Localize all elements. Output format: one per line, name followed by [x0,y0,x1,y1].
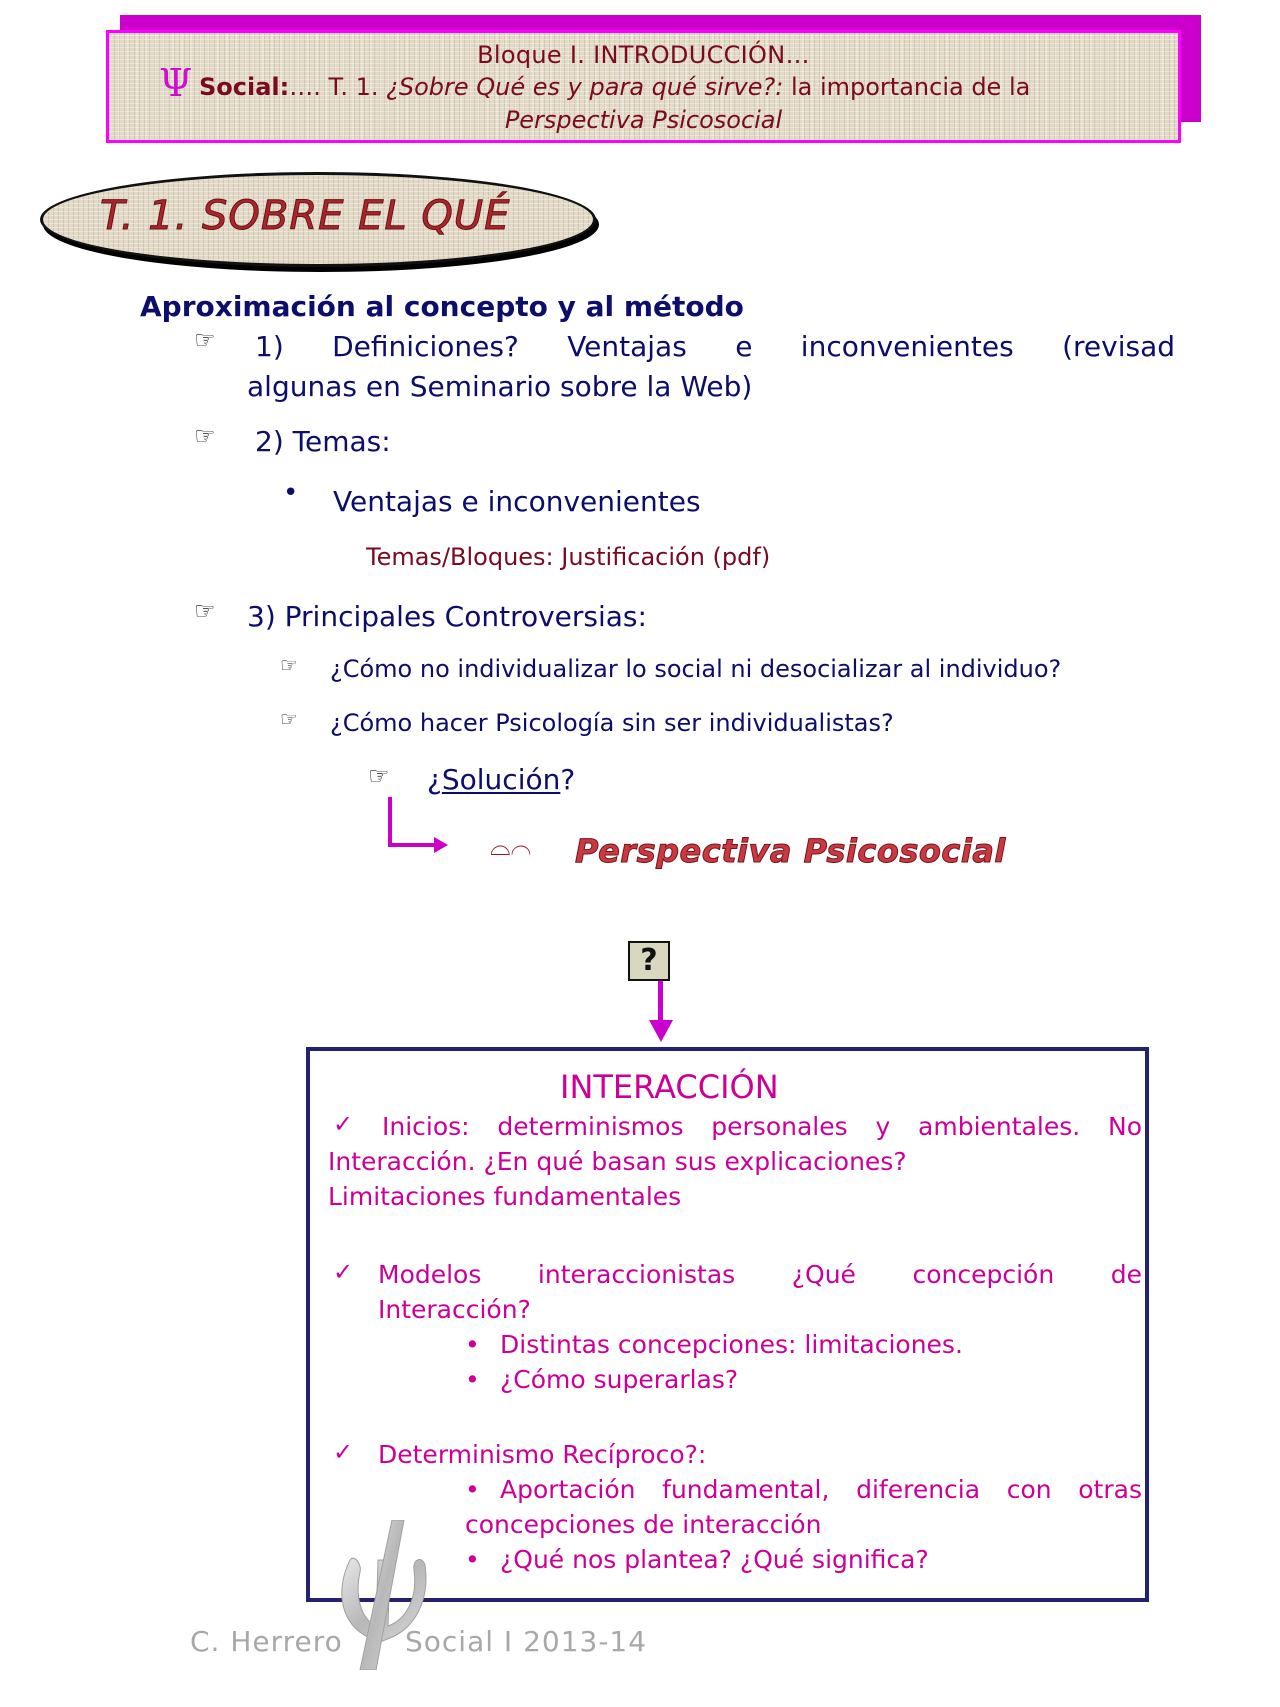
inicios-line3: Limitaciones fundamentales [328,1182,682,1211]
bullet-icon: • [465,1365,480,1394]
solution-question: ¿Solución? [427,763,575,796]
interaction-title: INTERACCIÓN [560,1068,779,1106]
footer-author: C. Herrero [190,1625,343,1658]
inicios-line1: Inicios: determinismos personales y ambi… [382,1112,1142,1141]
determinismo-bullet2: ¿Qué nos plantea? ¿Qué significa? [500,1545,929,1574]
header-sep: . [370,73,387,101]
header-topic-num: T. 1 [328,73,371,101]
link-justificacion-pdf[interactable]: Temas/Bloques: Justificación (pdf) [366,543,771,571]
header-dots: …. [289,73,329,101]
item-definiciones-cont: algunas en Seminario sobre la Web) [247,370,753,403]
item-temas-sub: Ventajas e inconvenientes [333,485,701,518]
glasses-icon: ⌓⌒ [490,832,532,862]
controversia-b: ¿Cómo hacer Psicología sin ser individua… [330,709,894,737]
pointing-hand-icon: ☞ [194,326,216,354]
item-temas: 2) Temas: [255,425,391,458]
item-controversias: 3) Principales Controversias: [247,600,647,633]
modelos-line2: Interacción? [378,1295,531,1324]
determinismo-line1: Determinismo Recíproco?: [378,1440,707,1469]
solution-suffix: ? [560,763,576,796]
item-definiciones: 1) Definiciones? Ventajas e inconvenient… [255,330,1175,363]
header-question: ¿Sobre Qué es y para qué sirve?: [386,73,784,101]
pointing-hand-icon: ☞ [194,597,216,625]
check-icon: ✓ [333,1110,354,1138]
controversia-a: ¿Cómo no individualizar lo social ni des… [330,655,1062,683]
bullet-icon: • [465,1545,480,1574]
pointing-hand-icon: ☞ [280,707,298,731]
pointing-hand-icon: ☞ [368,762,390,790]
section-title: T. 1. SOBRE EL QUÉ [99,193,511,240]
title-ellipse [40,172,596,267]
inicios-line2: Interacción. ¿En qué basan sus explicaci… [328,1147,907,1176]
elbow-arrow-vertical [388,797,392,847]
bullet-icon: • [465,1475,480,1504]
modelos-line1: Modelos interaccionistas ¿Qué concepción… [378,1260,1142,1289]
check-icon: ✓ [333,1438,354,1466]
header-block-title: Bloque I. INTRODUCCIÓN… [477,41,810,69]
arrow-down-icon [649,1020,673,1042]
elbow-arrow-horizontal [388,843,436,847]
pointing-hand-icon: ☞ [280,653,298,677]
header-subject: Social: [199,73,290,101]
footer-course: Social I 2013-14 [405,1625,648,1658]
interaction-box [306,1047,1149,1602]
modelos-bullet1: Distintas concepciones: limitaciones. [500,1330,963,1359]
modelos-bullet2: ¿Cómo superarlas? [500,1365,739,1394]
header-rest: la importancia de la [783,73,1031,101]
check-icon: ✓ [333,1258,354,1286]
bullet-icon: • [465,1330,480,1359]
header-perspective: Perspectiva Psicosocial [504,106,783,134]
perspective-psicosocial: Perspectiva Psicosocial [575,832,1006,871]
pointing-hand-icon: ☞ [194,422,216,450]
psi-logo-icon [341,1520,427,1670]
outline-subtitle: Aproximación al concepto y al método [140,290,744,323]
arrow-right-icon [434,837,448,853]
header-banner: Ψ Bloque I. INTRODUCCIÓN… Social:…. T. 1… [106,30,1181,143]
solution-prefix: ¿ [427,763,442,796]
solution-link[interactable]: Solución [441,763,561,796]
header-topic-line: Social:…. T. 1. ¿Sobre Qué es y para qué… [199,73,1178,101]
determinismo-bullet1-cont: concepciones de interacción [465,1510,822,1539]
question-mark-icon: ? [628,941,670,981]
down-arrow-shaft [658,981,663,1025]
bullet-icon: • [283,478,299,508]
psi-icon: Ψ [159,61,193,105]
determinismo-bullet1: Aportación fundamental, diferencia con o… [500,1475,1142,1504]
